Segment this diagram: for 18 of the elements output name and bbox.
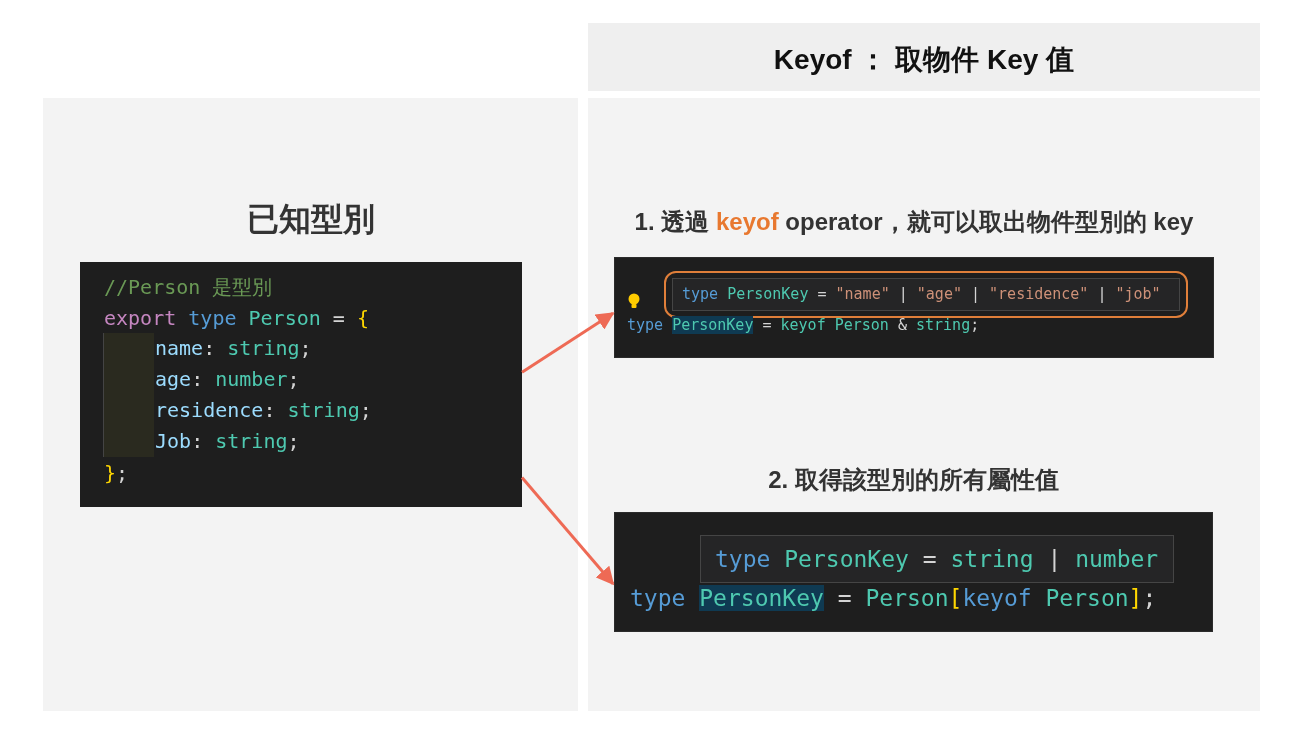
code-line: }; <box>104 463 129 483</box>
step-heading: 2. 取得該型別的所有屬性值 <box>767 465 1060 495</box>
tooltip-code: type PersonKey = string | number <box>715 547 1159 571</box>
code-line: //Person 是型別 <box>104 277 273 297</box>
panel-background <box>588 98 1260 711</box>
step-heading: 1. 透過 keyof operator，就可以取出物件型別的 key <box>633 207 1195 237</box>
tooltip <box>700 535 1174 583</box>
code-line: type PersonKey = Person[keyof Person]; <box>630 587 1157 610</box>
arrow <box>520 476 615 586</box>
title: Keyof ： 取物件 Key 值 <box>772 43 1076 77</box>
code-block <box>80 262 522 507</box>
tooltip-code: type PersonKey = "name" | "age" | "residence" | "job" <box>682 287 1161 302</box>
highlight-outline <box>664 271 1188 318</box>
panel-heading: 已知型別 <box>245 200 376 239</box>
code-line: export type Person = { <box>104 308 369 328</box>
panel-background <box>43 98 578 711</box>
code-line: type PersonKey = keyof Person & string; <box>627 318 980 333</box>
arrow <box>521 311 615 374</box>
